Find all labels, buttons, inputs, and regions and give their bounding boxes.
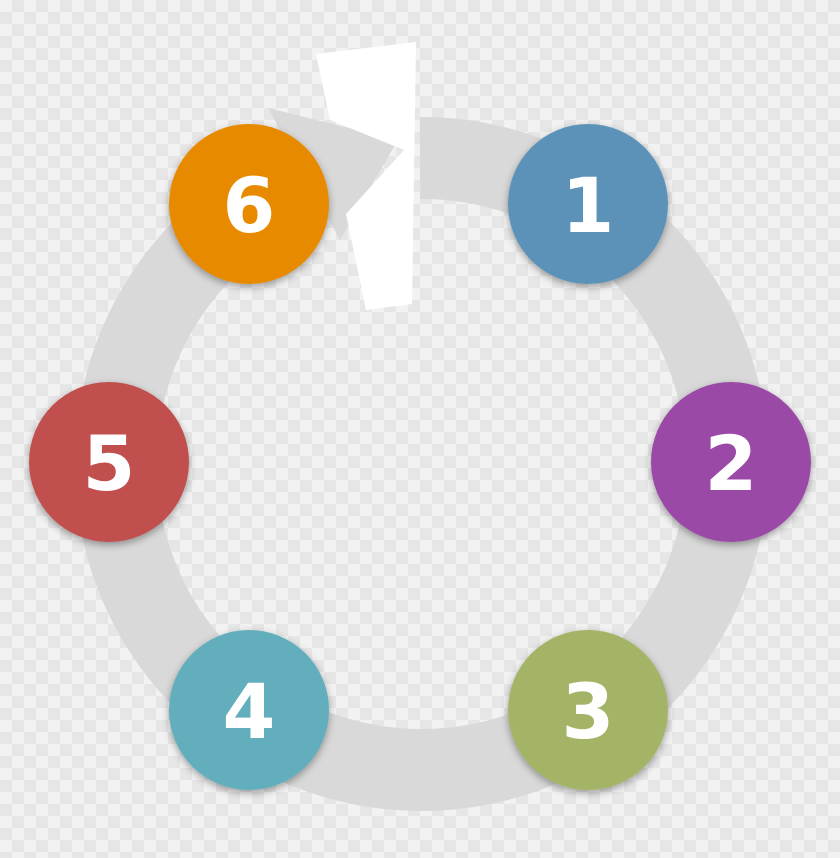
step-circle (508, 630, 668, 790)
step-number: 4 (223, 667, 276, 756)
step-number: 2 (705, 419, 758, 508)
step-number: 5 (83, 419, 136, 508)
step-circle (651, 382, 811, 542)
step-node-5: 5 (29, 382, 189, 542)
ring-gap-notch (316, 42, 416, 310)
step-node-1: 1 (508, 124, 668, 284)
arrow-head-icon (268, 108, 398, 240)
step-circle (508, 124, 668, 284)
step-node-2: 2 (651, 382, 811, 542)
step-circle (169, 124, 329, 284)
step-circle (169, 630, 329, 790)
step-number: 3 (562, 667, 615, 756)
step-node-6: 6 (169, 124, 329, 284)
step-number: 6 (223, 161, 276, 250)
step-number: 1 (562, 161, 615, 250)
step-node-3: 3 (508, 630, 668, 790)
nodes-layer: 1 2 3 4 5 6 (29, 124, 811, 790)
step-circle (29, 382, 189, 542)
step-node-4: 4 (169, 630, 329, 790)
cycle-ring (74, 116, 769, 811)
